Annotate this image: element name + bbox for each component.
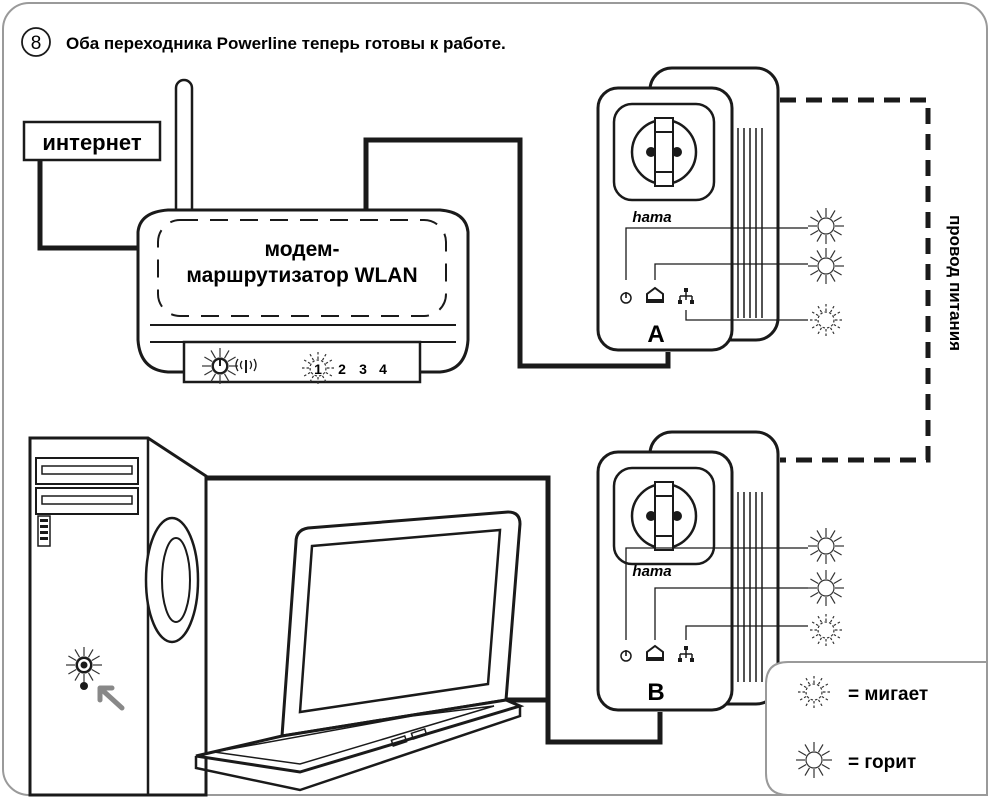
legend: = мигает = горит (765, 661, 988, 796)
router: модем- маршрутизатор WLAN 1 2 3 4 (136, 78, 470, 386)
adapter-a-label: A (647, 321, 664, 348)
router-port-2: 2 (338, 361, 346, 377)
power-cable (780, 97, 931, 463)
brand-logo-a: hama (632, 209, 671, 226)
network-icon (678, 646, 694, 662)
legend-lit-label: = горит (848, 752, 916, 773)
laptop (194, 510, 525, 792)
router-antenna (174, 78, 194, 222)
powerline-icon (646, 644, 664, 661)
wifi-icon (235, 358, 257, 373)
power-icon (620, 650, 632, 662)
router-port-4: 4 (379, 361, 387, 377)
router-port-1: 1 (314, 361, 322, 377)
power-cable-label: провод питания (946, 215, 965, 351)
network-icon (678, 288, 694, 304)
page-title: Оба переходника Powerline теперь готовы … (66, 34, 506, 53)
internet-cable (37, 160, 138, 251)
adapter-b-label: B (647, 679, 664, 706)
power-icon (620, 292, 632, 304)
desktop-pc (28, 436, 208, 797)
router-label-line2: маршрутизатор WLAN (186, 264, 417, 287)
router-power-led (202, 348, 238, 384)
step-number: 8 (31, 33, 42, 54)
pc-power-led (66, 647, 102, 683)
lan-cable-b-to-pc (196, 475, 663, 745)
internet-label: интернет (42, 130, 141, 155)
router-label-line1: модем- (264, 238, 339, 261)
router-port-3: 3 (359, 361, 367, 377)
legend-blinking-label: = мигает (848, 684, 928, 705)
lan-cable-router-to-a (363, 137, 671, 369)
adapter-b-led-callouts (625, 547, 808, 640)
powerline-adapter-b: hama B (596, 430, 780, 712)
powerline-icon (646, 286, 664, 303)
brand-logo-b: hama (632, 563, 671, 580)
internet-box (22, 120, 162, 162)
arrow-icon (97, 685, 125, 711)
adapter-a-led-callouts (625, 227, 808, 321)
step-number-badge: 8 (21, 27, 51, 57)
powerline-adapter-a: hama A (596, 66, 780, 352)
